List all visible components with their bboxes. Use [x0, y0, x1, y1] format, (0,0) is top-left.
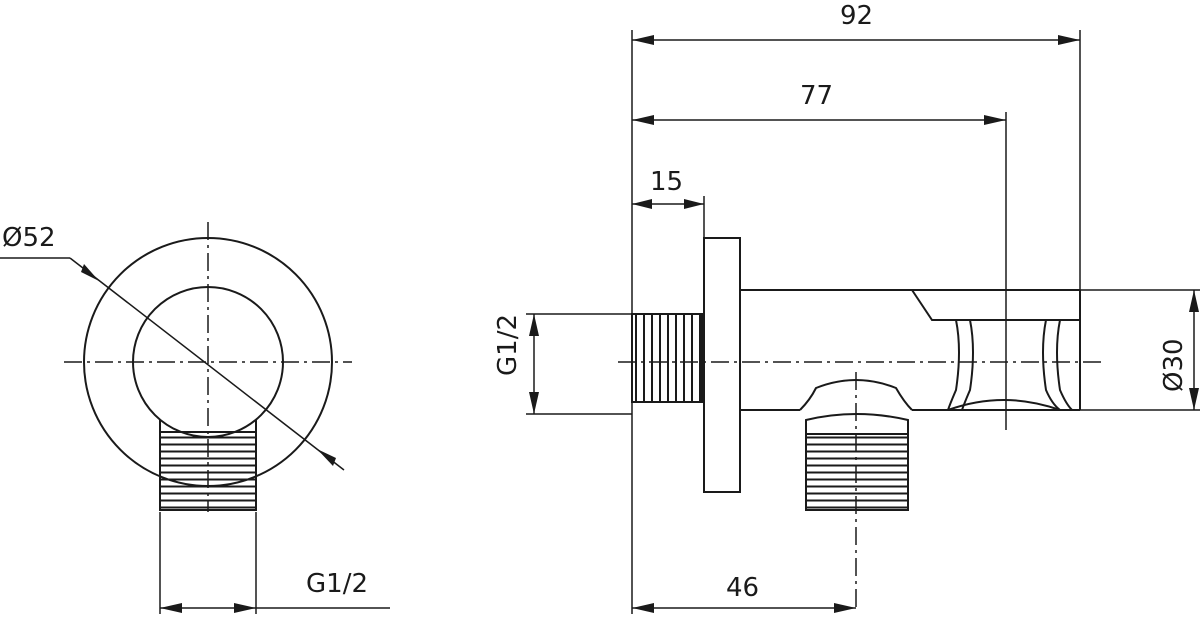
- holder-bottom: [947, 399, 1061, 411]
- flange-depth-label: 15: [650, 167, 683, 197]
- outlet-neck: [159, 420, 257, 432]
- holder-left-arm: [947, 319, 960, 411]
- inlet-arrow-top: [529, 314, 539, 336]
- outlet-thread-label: G1/2: [306, 569, 368, 599]
- holder-right-arm: [1042, 319, 1061, 411]
- inlet-arrow-bottom: [529, 392, 539, 414]
- thread-arrow-left: [160, 603, 182, 613]
- body-side: [740, 289, 1081, 411]
- front-view: Ø52 G1/2: [0, 222, 390, 614]
- outlet-offset-arrow-left: [632, 603, 654, 613]
- holder-left-arm-inner: [961, 319, 974, 411]
- flange-arrow-left: [632, 199, 652, 209]
- body-arrow-bottom: [1189, 388, 1199, 410]
- outlet-thread-side: [805, 433, 909, 511]
- thread-arrow-right: [234, 603, 256, 613]
- inlet-thread-label: G1/2: [493, 314, 523, 376]
- overall-arrow-left: [632, 35, 654, 45]
- center-arrow-left: [632, 115, 654, 125]
- diameter-leader: [69, 257, 345, 471]
- inlet-thread: [631, 313, 703, 403]
- flange-diameter-label: Ø52: [2, 223, 56, 253]
- outlet-neck-side: [805, 413, 909, 434]
- side-view: 92 77 15 46 G1/2 Ø30: [493, 1, 1200, 614]
- body-arrow-top: [1189, 290, 1199, 312]
- body-diameter-label: Ø30: [1159, 338, 1189, 392]
- overall-arrow-right: [1058, 35, 1080, 45]
- center-length-label: 77: [800, 81, 833, 111]
- overall-length-label: 92: [840, 1, 873, 31]
- outlet-offset-arrow-right: [834, 603, 856, 613]
- outlet-offset-label: 46: [726, 573, 759, 603]
- flange-arrow-right: [684, 199, 704, 209]
- diameter-arrow-bottom: [317, 449, 336, 466]
- center-arrow-right: [984, 115, 1006, 125]
- holder-right-arm-inner: [1056, 319, 1073, 411]
- flange-side: [703, 237, 741, 493]
- holder-top: [911, 289, 1080, 321]
- diameter-arrow-top: [81, 264, 99, 281]
